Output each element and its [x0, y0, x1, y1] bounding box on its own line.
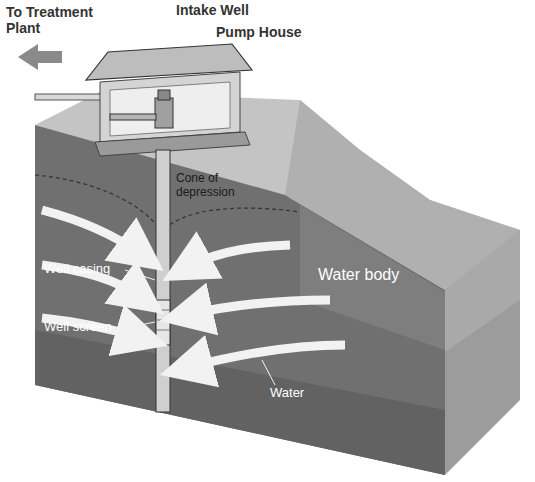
pump-cap: [158, 90, 170, 100]
flow-arrow: [186, 345, 345, 368]
pump-pipe: [110, 114, 156, 120]
pump-house-roof: [86, 44, 252, 80]
flow-arrow: [18, 44, 62, 70]
outlet-label: To Treatment Plant: [6, 4, 106, 36]
block-side: [445, 230, 520, 475]
part-label: Water: [270, 386, 304, 401]
outlet-pipe: [35, 94, 110, 100]
lower-layer: [35, 330, 445, 475]
leader-line: [125, 270, 155, 280]
part-label: Well screen: [44, 320, 112, 335]
water-body-region: [300, 205, 445, 350]
flow-arrow: [42, 210, 142, 255]
screen-slot: [156, 330, 170, 331]
well-screen: [156, 300, 170, 345]
part-label: Water body: [318, 266, 399, 284]
pump-motor: [155, 98, 173, 128]
screen-slot: [156, 310, 170, 311]
part-label: Well casing: [44, 262, 110, 277]
leader-line: [125, 322, 155, 328]
part-label: Intake Well: [176, 2, 249, 18]
pump-house-floor: [95, 132, 250, 156]
leader-line: [262, 360, 275, 385]
part-label: Cone of depression: [176, 172, 256, 200]
flow-arrow: [186, 245, 290, 268]
soil-cross-section: [35, 125, 445, 475]
flow-arrow: [186, 300, 330, 315]
screen-slot: [156, 320, 170, 321]
pump-house-interior: [110, 82, 230, 136]
well-casing: [156, 150, 170, 412]
part-label: Pump House: [216, 24, 302, 40]
pump-house-wall: [100, 72, 240, 142]
water-side: [445, 230, 520, 352]
